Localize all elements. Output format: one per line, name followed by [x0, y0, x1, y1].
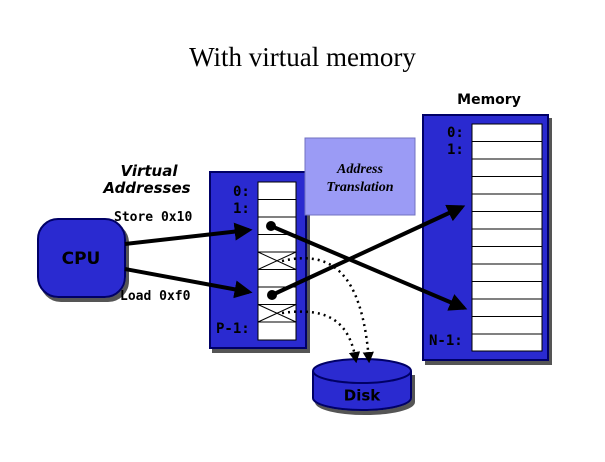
- disk-mapping-arrows: [281, 257, 374, 364]
- mapping-arrows: [266, 204, 468, 311]
- page-table-row-0-label: 0:: [233, 184, 250, 200]
- memory-row-0-label: 0:: [447, 125, 464, 141]
- address-translation-box: Address Translation: [304, 137, 416, 216]
- translation-label-line2: Translation: [326, 180, 393, 195]
- physical-memory: 0: 1: N-1:: [422, 114, 549, 361]
- page-table-row-1-label: 1:: [233, 201, 250, 217]
- disk-page-entry: [257, 304, 297, 323]
- disk-label: Disk: [344, 387, 382, 405]
- store-arrow: [124, 222, 253, 246]
- store-operation-label: Store 0x10: [114, 210, 192, 225]
- disk-node: Disk: [312, 358, 412, 411]
- virtual-heading-line1: Virtual: [121, 162, 179, 180]
- page-table-row-last-label: P-1:: [216, 321, 250, 337]
- memory-heading: Memory: [457, 92, 521, 108]
- cpu-label: CPU: [62, 249, 101, 269]
- memory-row-1-label: 1:: [447, 142, 464, 158]
- memory-rows: [472, 141, 542, 335]
- disk-page-entry: [257, 251, 297, 270]
- cpu-node: CPU: [37, 218, 126, 298]
- diagram-title: With virtual memory: [189, 42, 416, 72]
- load-operation-label: Load 0xf0: [120, 289, 191, 304]
- load-arrow: [124, 267, 253, 299]
- page-table: 0: 1: P-1:: [209, 171, 307, 349]
- virtual-heading-line2: Addresses: [102, 179, 190, 197]
- memory-row-last-label: N-1:: [429, 333, 463, 349]
- translation-label-line1: Address: [336, 162, 383, 177]
